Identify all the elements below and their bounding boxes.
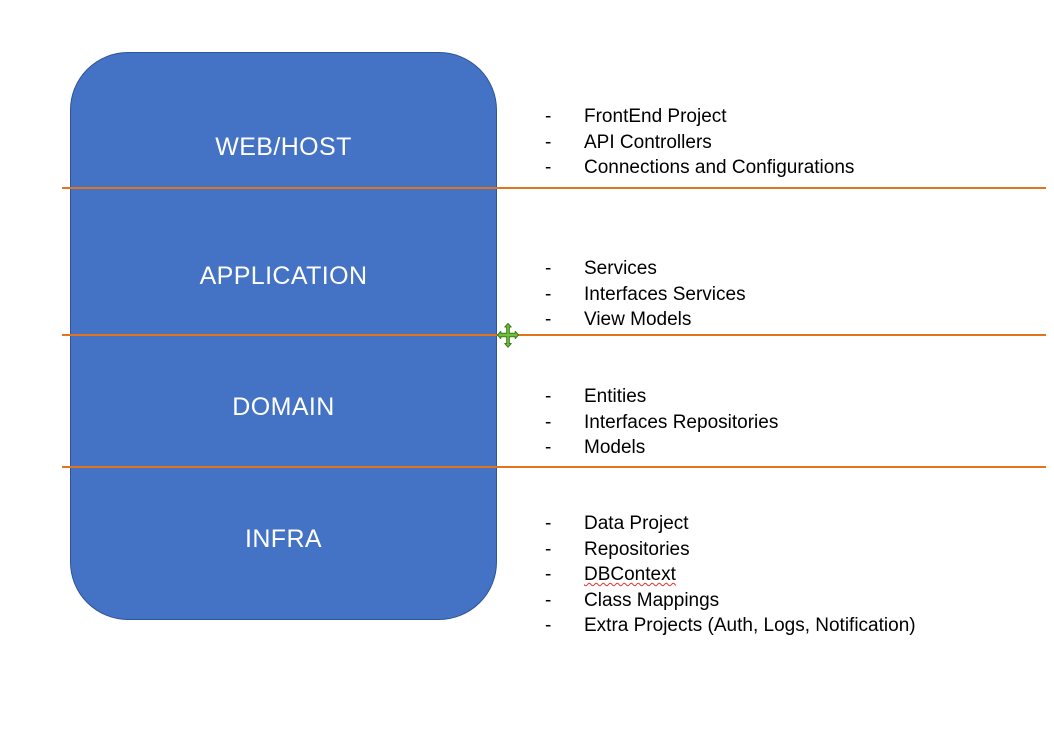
list-dash: - — [545, 437, 552, 458]
description-group-web-host: - FrontEnd Project - API Controllers - C… — [545, 104, 854, 181]
list-item-label: Entities — [584, 386, 647, 407]
list-dash: - — [545, 131, 552, 153]
list-dash: - — [545, 106, 552, 127]
list-item-label: Data Project — [584, 513, 689, 534]
list-item-label: API Controllers — [584, 131, 712, 153]
list-dash: - — [545, 309, 552, 330]
layer-stack-shape[interactable]: WEB/HOST APPLICATION DOMAIN INFRA — [70, 52, 497, 620]
list-dash: - — [545, 615, 552, 636]
list-item-label: Models — [584, 437, 646, 458]
list-item-label: Interfaces Services — [584, 283, 746, 305]
list-item: - Extra Projects (Auth, Logs, Notificati… — [545, 613, 916, 639]
list-item-label: Class Mappings — [584, 589, 720, 611]
layer-label-web-host: WEB/HOST — [215, 133, 352, 161]
list-item: - FrontEnd Project — [545, 104, 854, 130]
list-item-label: View Models — [584, 309, 692, 330]
list-item-label: Extra Projects (Auth, Logs, Notification… — [584, 615, 916, 636]
list-dash: - — [545, 538, 552, 560]
description-group-domain: - Entities - Interfaces Repositories - M… — [545, 384, 778, 461]
list-dash: - — [545, 157, 552, 178]
layer-label-infra: INFRA — [245, 525, 322, 553]
list-dash: - — [545, 411, 552, 433]
list-item: - Services — [545, 256, 746, 282]
list-item-label: FrontEnd Project — [584, 106, 727, 127]
list-item: - Interfaces Repositories — [545, 410, 778, 436]
list-dash: - — [545, 258, 552, 279]
list-item: - Data Project — [545, 511, 916, 537]
divider-application-domain[interactable] — [62, 334, 1046, 336]
divider-domain-infra[interactable] — [62, 466, 1046, 468]
list-dash: - — [545, 589, 552, 611]
list-item: - DBContext — [545, 562, 916, 588]
list-item-label: Repositories — [584, 538, 690, 560]
list-item: - API Controllers — [545, 130, 854, 156]
list-item-label: Connections and Configurations — [584, 157, 855, 178]
description-group-infra: - Data Project - Repositories - DBContex… — [545, 511, 916, 639]
list-dash: - — [545, 564, 552, 585]
list-item: - Interfaces Services — [545, 282, 746, 308]
list-dash: - — [545, 283, 552, 305]
list-item: - View Models — [545, 307, 746, 333]
layer-label-domain: DOMAIN — [232, 393, 335, 421]
list-item: - Entities — [545, 384, 778, 410]
list-item: - Models — [545, 435, 778, 461]
list-item: - Class Mappings — [545, 588, 916, 614]
divider-web-host-application[interactable] — [62, 187, 1046, 189]
layer-label-application: APPLICATION — [199, 262, 368, 290]
list-item: - Repositories — [545, 537, 916, 563]
description-group-application: - Services - Interfaces Services - View … — [545, 256, 746, 333]
list-dash: - — [545, 386, 552, 407]
list-dash: - — [545, 513, 552, 534]
list-item-label: Interfaces Repositories — [584, 411, 779, 433]
list-item: - Connections and Configurations — [545, 155, 854, 181]
list-item-label: Services — [584, 258, 657, 279]
list-item-label: DBContext — [584, 564, 676, 585]
